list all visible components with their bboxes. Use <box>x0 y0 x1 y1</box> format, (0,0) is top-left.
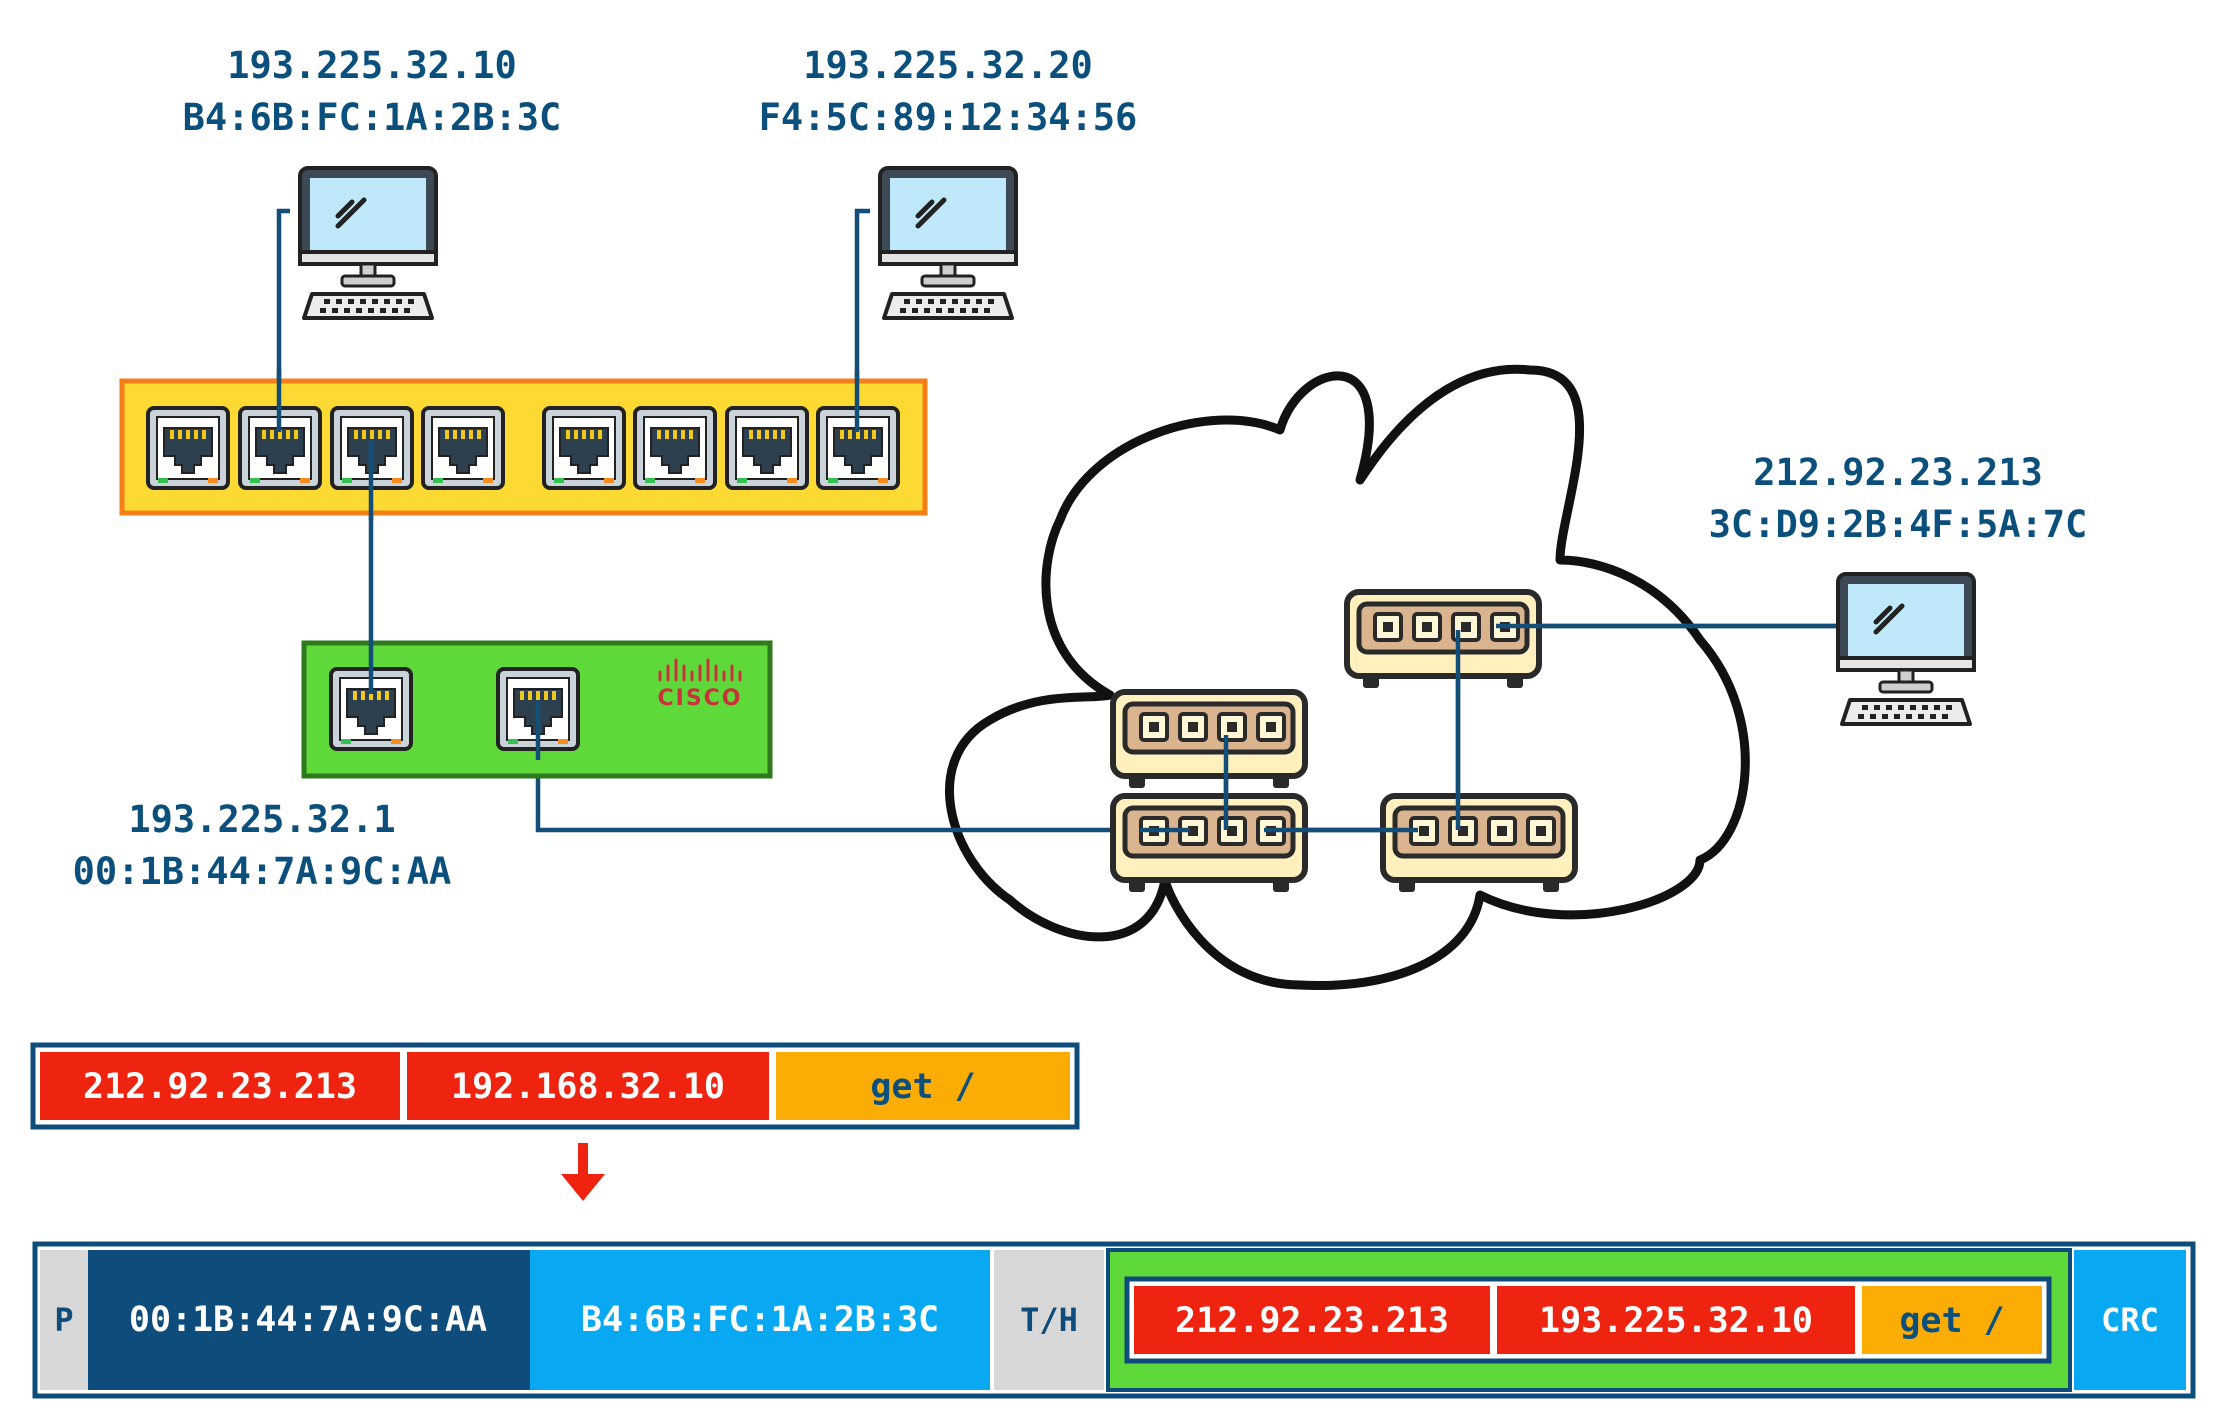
host-pc-3[interactable] <box>1838 574 1974 724</box>
host-pc-2[interactable] <box>880 168 1016 318</box>
frame-preamble: P <box>54 1301 73 1339</box>
frame-crc-field <box>2074 1250 2186 1390</box>
ethernet-port-icon <box>725 406 809 490</box>
ethernet-frame: P 00:1B:44:7A:9C:AA B4:6B:FC:1A:2B:3C T/… <box>32 1241 2196 1399</box>
network-hub-icon[interactable] <box>1113 796 1305 892</box>
host-3-ip: 212.92.23.213 <box>1753 451 2043 494</box>
host-2-ip: 193.225.32.20 <box>803 44 1093 87</box>
frame-type-field <box>994 1250 1104 1390</box>
router-mac: 00:1B:44:7A:9C:AA <box>73 850 452 893</box>
frame-ip-src: 212.92.23.213 <box>1175 1301 1449 1341</box>
ethernet-port-icon <box>542 406 626 490</box>
frame-preamble-field <box>40 1250 88 1390</box>
host-1-ip: 193.225.32.10 <box>227 44 517 87</box>
packet-src: 212.92.23.213 <box>83 1067 357 1107</box>
ip-packet: 212.92.23.213 192.168.32.10 get / <box>30 1042 1080 1130</box>
port-wire-ends <box>276 370 860 520</box>
network-hub-icon[interactable] <box>1347 592 1539 688</box>
lan-switch[interactable] <box>119 378 928 516</box>
frame-crc: CRC <box>2101 1301 2159 1339</box>
network-hub-icon[interactable] <box>1383 796 1575 892</box>
down-arrow-icon <box>561 1143 605 1201</box>
packet-payload-field <box>776 1052 1070 1120</box>
frame-dst-mac: 00:1B:44:7A:9C:AA <box>129 1300 487 1340</box>
host-1-mac: B4:6B:FC:1A:2B:3C <box>183 96 562 139</box>
frame-dst-mac-field <box>88 1250 530 1390</box>
frame-type: T/H <box>1020 1301 1078 1339</box>
ethernet-port-icon <box>633 406 717 490</box>
ethernet-port-icon <box>421 406 505 490</box>
frame-src-mac-field <box>530 1250 990 1390</box>
frame-ip-dst: 193.225.32.10 <box>1539 1301 1813 1341</box>
packet-dst-field <box>407 1052 769 1120</box>
hub-wires <box>1140 623 1836 833</box>
packet-dst: 192.168.32.10 <box>451 1067 725 1107</box>
ethernet-port-icon <box>146 406 230 490</box>
packet-src-field <box>40 1052 400 1120</box>
internet-cloud-outline <box>945 364 1750 991</box>
network-hub-icon[interactable] <box>1113 692 1305 788</box>
host-pc-1[interactable] <box>300 168 436 318</box>
frame-payload: get / <box>1899 1301 2004 1341</box>
router-ip: 193.225.32.1 <box>128 798 395 841</box>
cisco-logo: CISCO <box>657 658 742 711</box>
frame-src-mac: B4:6B:FC:1A:2B:3C <box>581 1300 939 1340</box>
svg-text:CISCO: CISCO <box>657 686 742 711</box>
host-2-mac: F4:5C:89:12:34:56 <box>759 96 1138 139</box>
host-3-mac: 3C:D9:2B:4F:5A:7C <box>1709 503 2088 546</box>
router-wire-ends <box>368 640 541 760</box>
packet-payload: get / <box>870 1067 975 1107</box>
